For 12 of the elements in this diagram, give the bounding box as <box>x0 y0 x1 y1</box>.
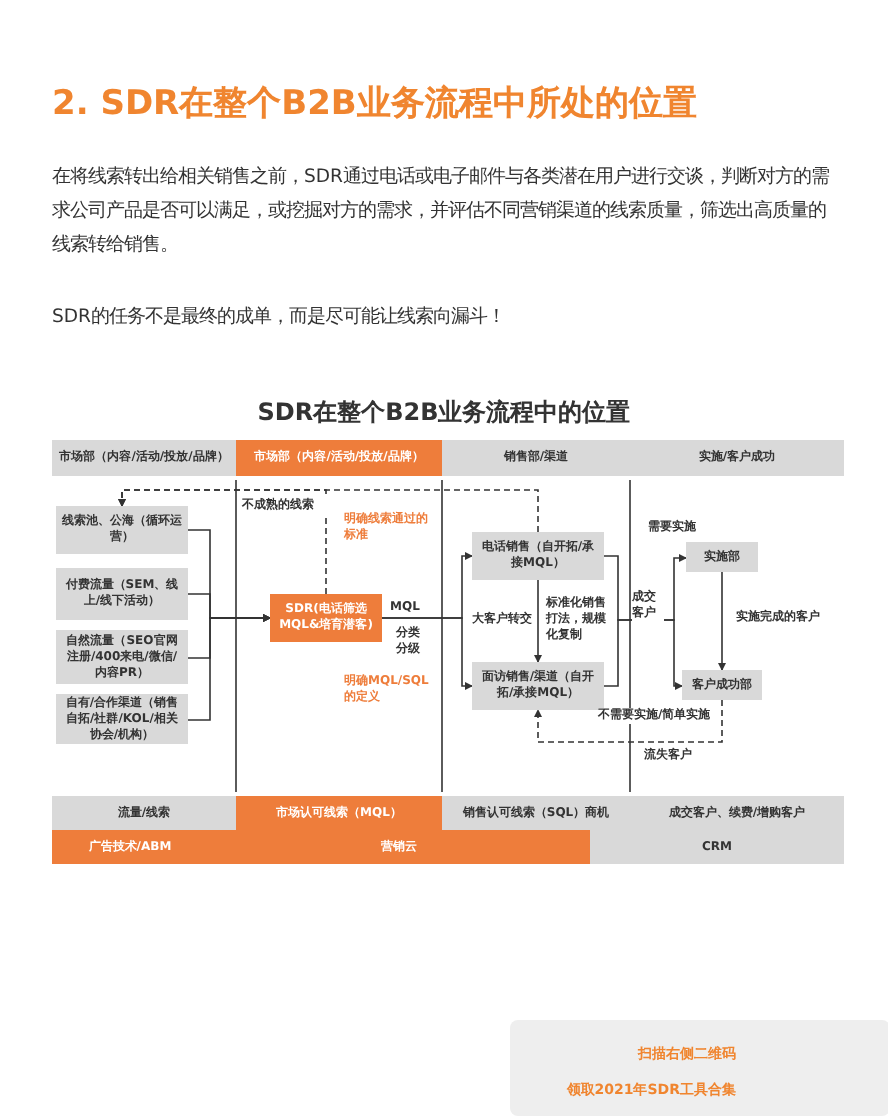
arrow <box>534 579 542 663</box>
arrow <box>603 554 687 621</box>
arrow <box>187 614 271 721</box>
page-heading: 2. SDR在整个B2B业务流程中所处的位置 <box>52 82 699 126</box>
heading-text: SDR在整个B2B业务流程中的位置 <box>255 396 633 430</box>
arrow <box>381 617 473 690</box>
arrow <box>718 571 726 671</box>
paragraph: 在将线索转出给相关销售之前，SDR通过电话或电子邮件与各类潜在用户进行交谈，判断对方的需求公司产品是否可以满足，或挖掘对方的需求，并评估不同营销渠道的线索质量，筛选出高质量的线索转给销售。 <box>52 164 832 260</box>
dashed-arrow <box>118 489 539 533</box>
arrow <box>603 619 683 690</box>
dashed-arrow <box>534 699 723 743</box>
paragraph: SDR的任务不是最终的成单，而是尽可能让线索向漏斗！ <box>52 304 508 332</box>
